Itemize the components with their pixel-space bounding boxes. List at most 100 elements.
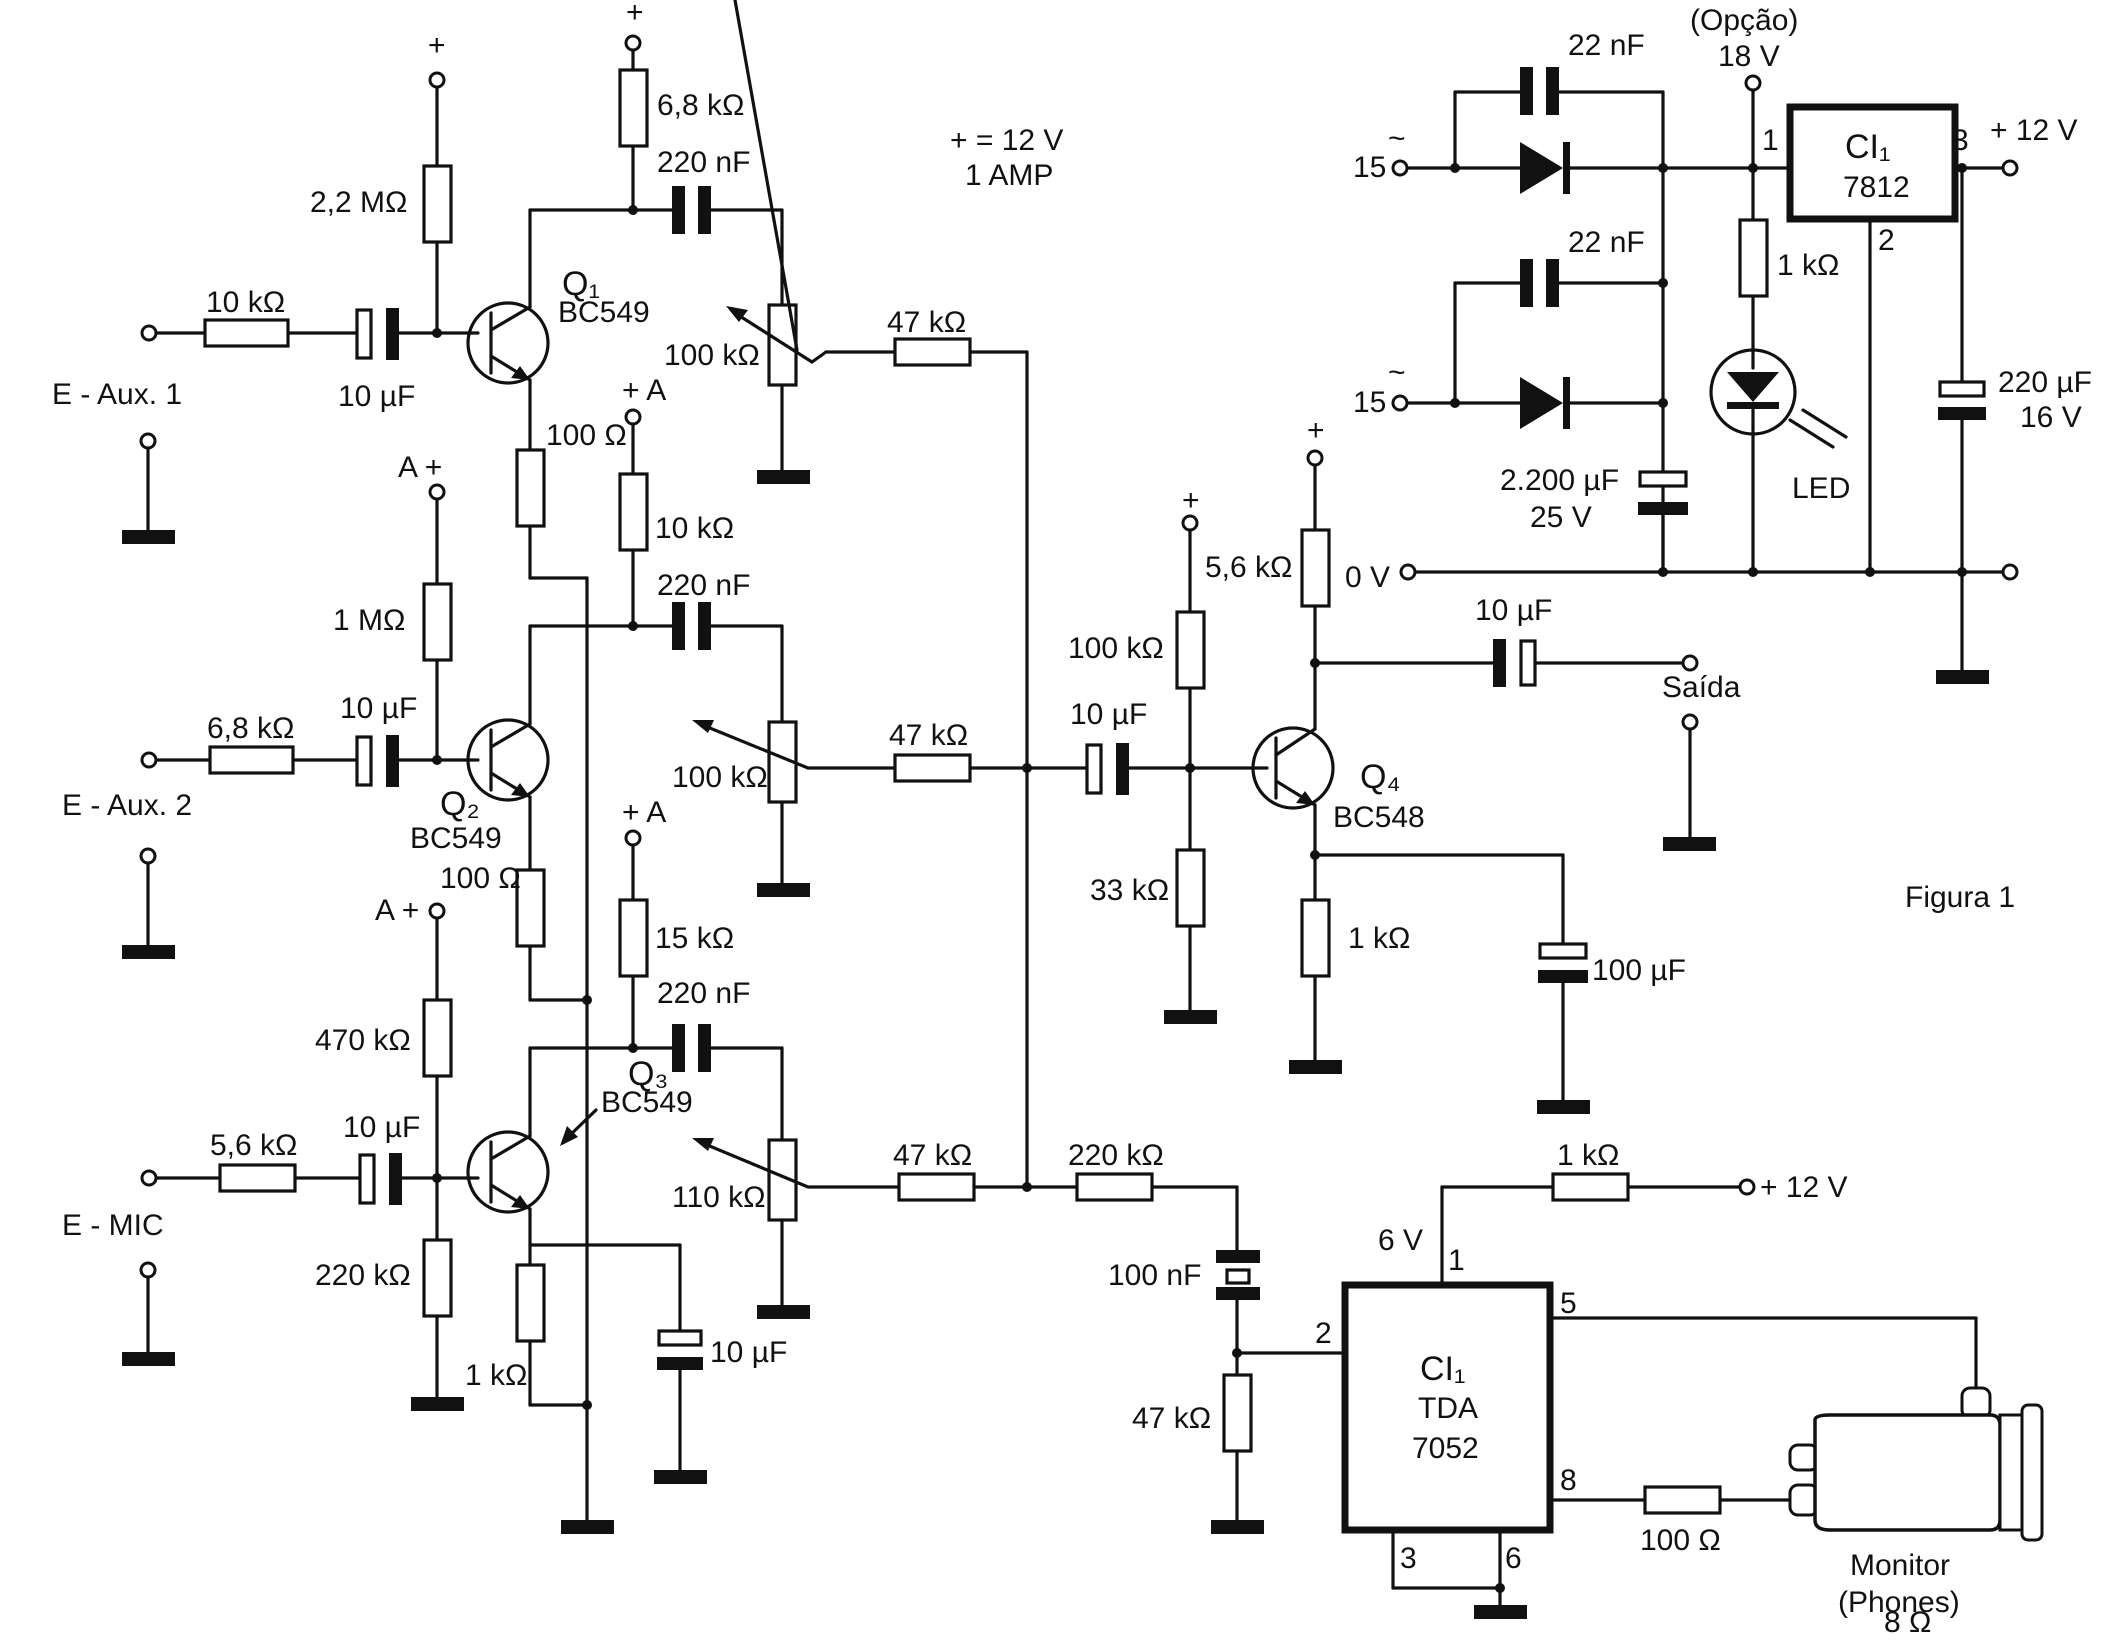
label-q1-type: BC549 <box>558 296 650 329</box>
label-q4-type: BC548 <box>1333 801 1425 834</box>
label-c-100uF: 100 µF <box>1592 954 1686 987</box>
cap-10uF-q3 <box>358 1153 376 1205</box>
aux1-input-terminal[interactable] <box>140 324 158 342</box>
label-ps-22nF-2: 22 nF <box>1568 226 1645 259</box>
label-q3-type: BC549 <box>601 1086 693 1119</box>
label-monitor2: (Phones) <box>1838 1586 1960 1619</box>
resistor-1k-e4 <box>1300 898 1331 978</box>
label-r-47k-1: 47 kΩ <box>887 306 966 339</box>
label-r-100-q2: 100 Ω <box>440 862 521 895</box>
label-amp-p1: 1 <box>1448 1244 1465 1277</box>
resistor-6-8k-top <box>618 68 649 148</box>
label-plus-2: + <box>626 0 644 29</box>
label-c-220nF-1: 220 nF <box>657 146 750 179</box>
mic-input-terminal[interactable] <box>140 1169 158 1187</box>
zero-v-terminal[interactable] <box>1399 563 1417 581</box>
label-r-33k: 33 kΩ <box>1090 874 1169 907</box>
label-r-470k: 470 kΩ <box>315 1024 411 1057</box>
stage-power-supply: 22 nF 22 nF 15 ~ 15 ~ 2.200 µF <box>1345 4 2092 914</box>
label-amp-r-1k: 1 kΩ <box>1557 1139 1619 1172</box>
label-pot-100k-2: 100 kΩ <box>672 761 768 794</box>
plus12-output-terminal[interactable] <box>2001 159 2019 177</box>
label-r-5-6k-in: 5,6 kΩ <box>210 1129 297 1162</box>
ps-cap-220uF <box>1938 380 1986 398</box>
aux2-input-terminal[interactable] <box>140 751 158 769</box>
label-r-5-6k-c: 5,6 kΩ <box>1205 551 1292 584</box>
amplifier-tda7052 <box>1341 1281 1554 1534</box>
regulator-7812 <box>1786 103 1959 223</box>
resistor-10k-2 <box>618 472 649 552</box>
resistor-100-q1 <box>515 448 546 528</box>
label-amp-p2: 2 <box>1315 1317 1332 1350</box>
output-terminal[interactable] <box>1681 654 1699 672</box>
label-ps-cap-220-2: 16 V <box>2020 401 2082 434</box>
ground-output <box>1663 837 1716 851</box>
ground-aux2 <box>122 945 175 959</box>
label-tilde-2: ~ <box>1388 356 1406 389</box>
label-r-6-8k-top: 6,8 kΩ <box>657 89 744 122</box>
label-ps-22nF-1: 22 nF <box>1568 29 1645 62</box>
label-reg-pin3: 3 <box>1952 124 1969 157</box>
ac-input-2[interactable] <box>1391 394 1409 412</box>
label-out: Saída <box>1662 671 1741 704</box>
ps-cap-2200uF <box>1638 470 1688 488</box>
stage-aux1: 10 kΩ 10 µF 2,2 MΩ + E - Aux. 1 Q₁ BC549 <box>52 0 1063 1534</box>
resistor-1k-amp <box>1551 1172 1630 1202</box>
resistor-220k-mix <box>1075 1172 1154 1202</box>
transistor-q2 <box>466 718 550 802</box>
label-r-15k: 15 kΩ <box>655 922 734 955</box>
resistor-100-amp <box>1643 1485 1722 1515</box>
label-c-10uF-q1: 10 µF <box>338 380 415 413</box>
cap-220nF-3 <box>672 1024 685 1072</box>
resistor-15k <box>618 898 649 978</box>
label-c-10uF-q2: 10 µF <box>340 692 417 725</box>
label-plus-3: + <box>1182 484 1200 517</box>
label-r-100-amp: 100 Ω <box>1640 1524 1721 1557</box>
resistor-1k-q3 <box>515 1263 546 1343</box>
amp-plus12-terminal[interactable] <box>1738 1178 1756 1196</box>
headphone-plug-icon <box>1788 1386 2044 1542</box>
cap-10uF-q3e <box>657 1329 703 1347</box>
label-pot-110k: 110 kΩ <box>672 1181 766 1214</box>
resistor-6-8k-in <box>208 745 295 775</box>
label-option: (Opção) <box>1690 4 1798 37</box>
label-amp-6v: 6 V <box>1378 1224 1423 1257</box>
cap-220nF-2 <box>672 602 685 650</box>
cap-100nF <box>1225 1268 1251 1285</box>
diode-1 <box>1520 142 1563 194</box>
label-r-220k: 220 kΩ <box>315 1259 411 1292</box>
label-amp-name: CI₁ <box>1420 1350 1465 1388</box>
ground-aux1 <box>122 530 175 544</box>
label-r-100k-bias: 100 kΩ <box>1068 632 1164 665</box>
label-plus-4: + <box>1307 414 1325 447</box>
resistor-220k <box>422 1238 453 1318</box>
label-c-220nF-2: 220 nF <box>657 569 750 602</box>
label-c-220nF-3: 220 nF <box>657 977 750 1010</box>
label-ps-cap-220-1: 220 µF <box>1998 366 2092 399</box>
label-r-220k-mix: 220 kΩ <box>1068 1139 1164 1172</box>
label-r-1k-e4: 1 kΩ <box>1348 922 1410 955</box>
stage-mixer-q4: 10 µF + 100 kΩ 33 kΩ + 5,6 kΩ 10 µF Saíd… <box>1068 414 1741 1114</box>
ps-resistor-1k <box>1738 218 1769 298</box>
label-plus-1: + <box>428 29 446 62</box>
label-c-10uF-out: 10 µF <box>1475 594 1552 627</box>
transistor-q3 <box>466 1130 550 1214</box>
label-amp-num: 7052 <box>1412 1432 1479 1465</box>
label-zero-v: 0 V <box>1345 561 1390 594</box>
label-amp-p6: 6 <box>1505 1542 1522 1575</box>
label-amp-p5: 5 <box>1560 1287 1577 1320</box>
transistor-q1 <box>466 301 550 385</box>
label-q4-name: Q₄ <box>1360 758 1400 796</box>
cap-220nF-1 <box>672 186 685 234</box>
label-in-mic: E - MIC <box>62 1209 164 1242</box>
label-ci1-type: 7812 <box>1843 171 1910 204</box>
cap-100uF <box>1538 942 1588 960</box>
resistor-47k-3 <box>897 1172 976 1202</box>
label-r-1M: 1 MΩ <box>333 604 405 637</box>
ac-input-1[interactable] <box>1391 159 1409 177</box>
label-c-100nF: 100 nF <box>1108 1259 1201 1292</box>
label-r-10k-2: 10 kΩ <box>655 512 734 545</box>
label-r-10k-in: 10 kΩ <box>206 286 285 319</box>
